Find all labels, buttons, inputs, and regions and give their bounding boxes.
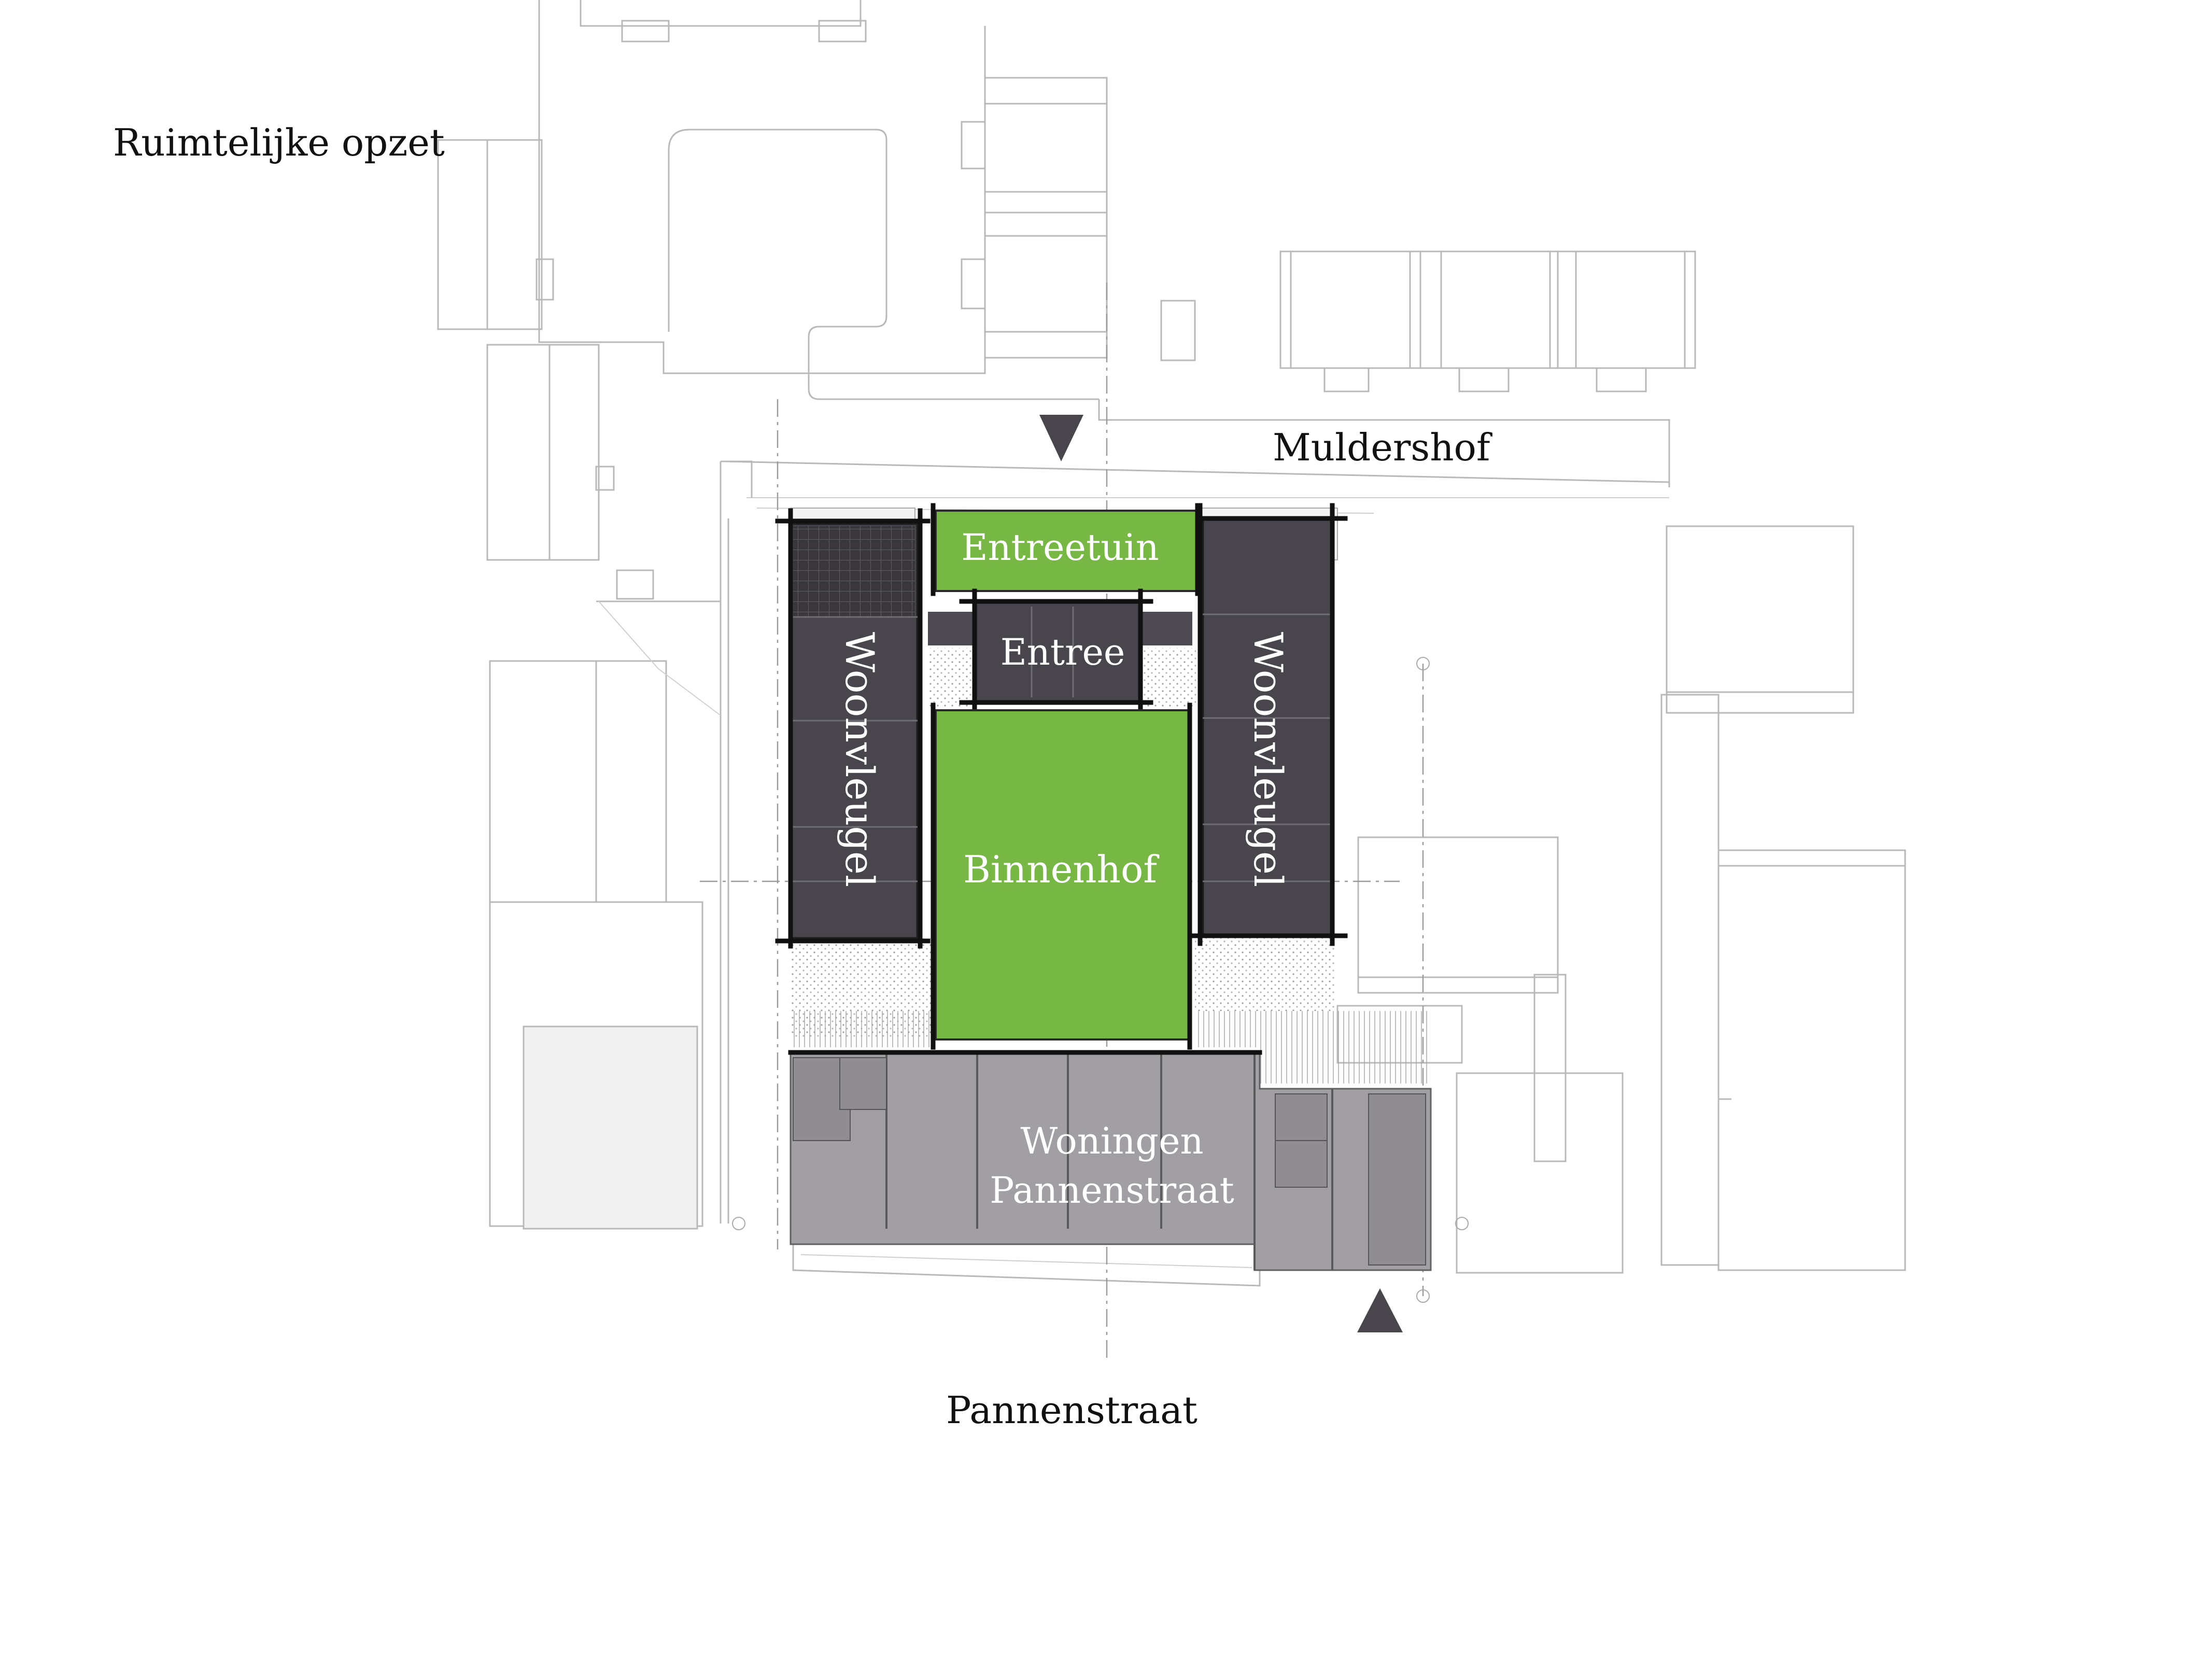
triangle-down-icon bbox=[1039, 415, 1083, 461]
woonvleugel-right bbox=[1190, 503, 1348, 946]
zone-label-woningen: Woningen bbox=[1020, 1120, 1203, 1162]
context-buildings bbox=[437, 0, 1906, 1287]
zone-label-entreetuin: Entreetuin bbox=[961, 526, 1159, 569]
street-label-pannenstraat: Pannenstraat bbox=[946, 1388, 1197, 1432]
woningen-pannenstraat-block bbox=[788, 1050, 1432, 1271]
triangle-up-icon bbox=[1357, 1288, 1403, 1332]
page-title: Ruimtelijke opzet bbox=[113, 121, 445, 164]
woonvleugel-left bbox=[775, 508, 931, 949]
zone-label-pannenstraat: Pannenstraat bbox=[990, 1169, 1234, 1212]
zone-label-woonvleugel-right: Woonvleugel bbox=[1245, 632, 1291, 888]
street-label-muldershof: Muldershof bbox=[1273, 426, 1492, 469]
binnenhof-zone bbox=[935, 709, 1191, 1041]
zone-label-entree: Entree bbox=[1001, 631, 1125, 673]
entree-zone bbox=[959, 588, 1153, 713]
zone-label-woonvleugel-left: Woonvleugel bbox=[837, 632, 883, 888]
entreetuin-zone bbox=[935, 510, 1199, 592]
zone-label-binnenhof: Binnenhof bbox=[963, 848, 1159, 891]
